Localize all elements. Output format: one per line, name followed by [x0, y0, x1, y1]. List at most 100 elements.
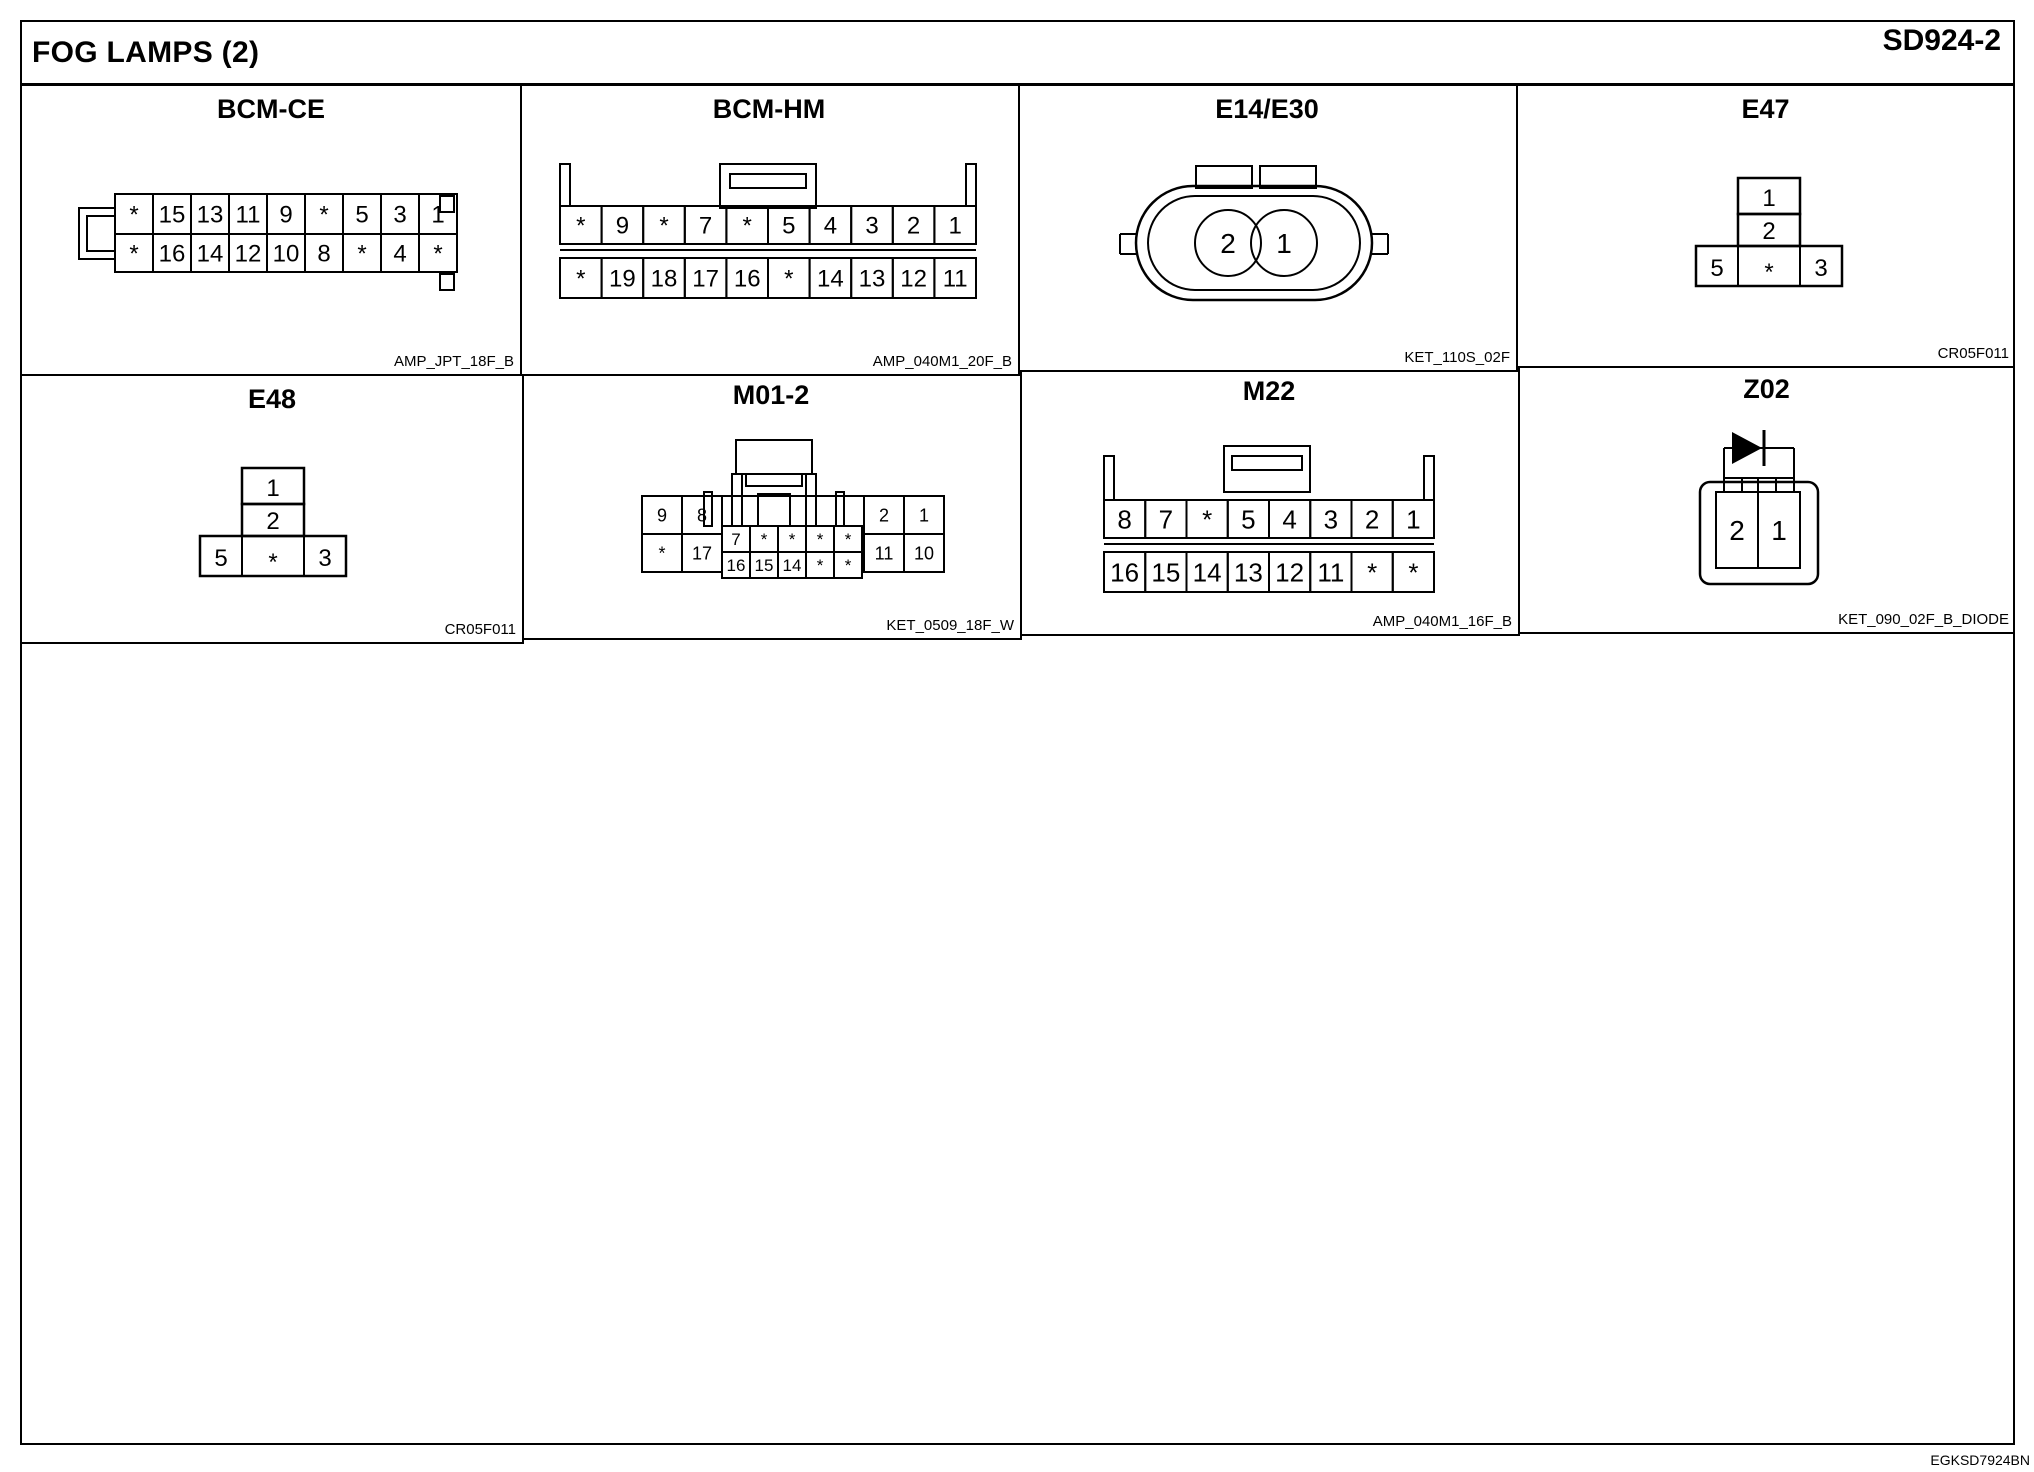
- pin-label: *: [743, 213, 752, 240]
- pin-label: 9: [279, 202, 292, 229]
- pin-label: 5: [214, 545, 227, 572]
- pin-label: *: [357, 241, 366, 268]
- pin-label: 11: [875, 543, 894, 563]
- pin-label: *: [1202, 504, 1212, 534]
- pin-label: 7: [731, 530, 740, 549]
- connector-part-number: CR05F011: [444, 621, 516, 638]
- pin-label: 7: [699, 213, 712, 240]
- connector-name: Z02: [1743, 374, 1790, 404]
- pin-label: 5: [1710, 255, 1723, 282]
- connector-e47-diagram: 1 2 5 * 3: [1694, 176, 1844, 288]
- pin-label: *: [784, 266, 793, 293]
- connector-name: BCM-HM: [712, 94, 826, 124]
- pin-label: 15: [755, 556, 774, 575]
- pin-label: 3: [865, 213, 878, 240]
- pin-label: 2: [879, 505, 889, 525]
- connector-part-number: AMP_040M1_20F_B: [872, 353, 1012, 370]
- pin-label: 9: [616, 213, 629, 240]
- pin-label: 4: [824, 213, 837, 240]
- pin-label: 15: [1151, 557, 1180, 587]
- pin-label: 3: [1814, 255, 1827, 282]
- pin-label: 2: [1762, 218, 1775, 245]
- pin-label: 16: [734, 266, 761, 293]
- connector-e48: E48 1 2 5 * 3 CR05F011: [22, 374, 524, 644]
- pin-label: 2: [1729, 515, 1745, 546]
- pin-label: 15: [159, 202, 186, 229]
- pin-label: 1: [431, 202, 444, 229]
- pin-label: *: [129, 241, 138, 268]
- pin-label: *: [129, 202, 138, 229]
- pin-label: 1: [919, 505, 929, 525]
- pin-label: 8: [1117, 504, 1131, 534]
- pin-label: 17: [692, 543, 712, 563]
- connector-z02: Z02 2 1 KET_090_02F_B_DIODE: [1518, 364, 2015, 634]
- pin-label: 11: [943, 266, 968, 293]
- pin-cell: [418, 233, 458, 273]
- pin-label: 16: [1110, 557, 1139, 587]
- housing-outline: [721, 495, 864, 526]
- pin-cell: [933, 257, 977, 299]
- pin-label: 14: [817, 266, 844, 293]
- pin-label: 3: [318, 545, 331, 572]
- connector-name: E47: [1741, 94, 1790, 124]
- connector-name: E14/E30: [1215, 94, 1319, 124]
- connector-part-number: AMP_JPT_18F_B: [393, 353, 514, 370]
- pin-label: 16: [159, 241, 186, 268]
- connector-e14-e30: E14/E30 2 1 KET_110S_02F: [1018, 84, 1518, 372]
- pin-label: *: [789, 530, 796, 549]
- pin-label: 1: [949, 213, 962, 240]
- pin-label: *: [576, 213, 585, 240]
- pin-label: 14: [1193, 557, 1222, 587]
- pin-label: 12: [1275, 557, 1304, 587]
- pin-label: *: [433, 241, 442, 268]
- pin-label: *: [319, 202, 328, 229]
- pin-label: 1: [1276, 228, 1292, 259]
- pin-label: *: [576, 266, 585, 293]
- pin-cell: [1391, 499, 1435, 539]
- pin-label: 3: [1324, 504, 1338, 534]
- connector-name: M01-2: [732, 380, 810, 410]
- connector-part-number: KET_0509_18F_W: [886, 617, 1014, 634]
- pin-label: 2: [266, 508, 279, 535]
- connector-part-number: AMP_040M1_16F_B: [1372, 613, 1512, 630]
- pin-label: 11: [1317, 557, 1344, 587]
- connector-name: BCM-CE: [217, 94, 325, 124]
- drawing-code: EGKSD7924BN: [1930, 1452, 2030, 1468]
- pin-label: 3: [393, 202, 406, 229]
- pin-label: *: [845, 556, 852, 575]
- pin-cell: [1391, 551, 1435, 593]
- pin-cell: [933, 205, 977, 245]
- pin-label: *: [845, 530, 852, 549]
- title-bar: FOG LAMPS (2) SD924-2: [22, 22, 2013, 86]
- connector-name: E48: [247, 384, 297, 414]
- connector-name: M22: [1242, 376, 1296, 406]
- pin-label: 10: [273, 241, 300, 268]
- pin-label: 12: [235, 241, 262, 268]
- pin-label: 5: [782, 213, 795, 240]
- pin-label: 13: [197, 202, 224, 229]
- pin-cell: [903, 533, 945, 573]
- page-title: FOG LAMPS (2): [32, 36, 260, 69]
- pin-label: 9: [657, 505, 667, 525]
- connector-z02-diagram: 2 1: [1698, 430, 1820, 586]
- pin-label: *: [268, 549, 277, 576]
- pin-label: 5: [1241, 504, 1255, 534]
- pin-label: 17: [692, 266, 719, 293]
- connector-e48-diagram: 1 2 5 * 3: [198, 466, 348, 578]
- pin-label: 13: [859, 266, 886, 293]
- pin-label: 4: [1282, 504, 1296, 534]
- pin-label: 10: [914, 543, 934, 563]
- connector-e14-e30-diagram: 2 1: [1119, 165, 1389, 302]
- pin-label: 19: [609, 266, 636, 293]
- pin-label: 14: [197, 241, 224, 268]
- pin-label: *: [1408, 557, 1418, 587]
- pin-label: *: [817, 556, 824, 575]
- pin-label: 13: [1234, 557, 1263, 587]
